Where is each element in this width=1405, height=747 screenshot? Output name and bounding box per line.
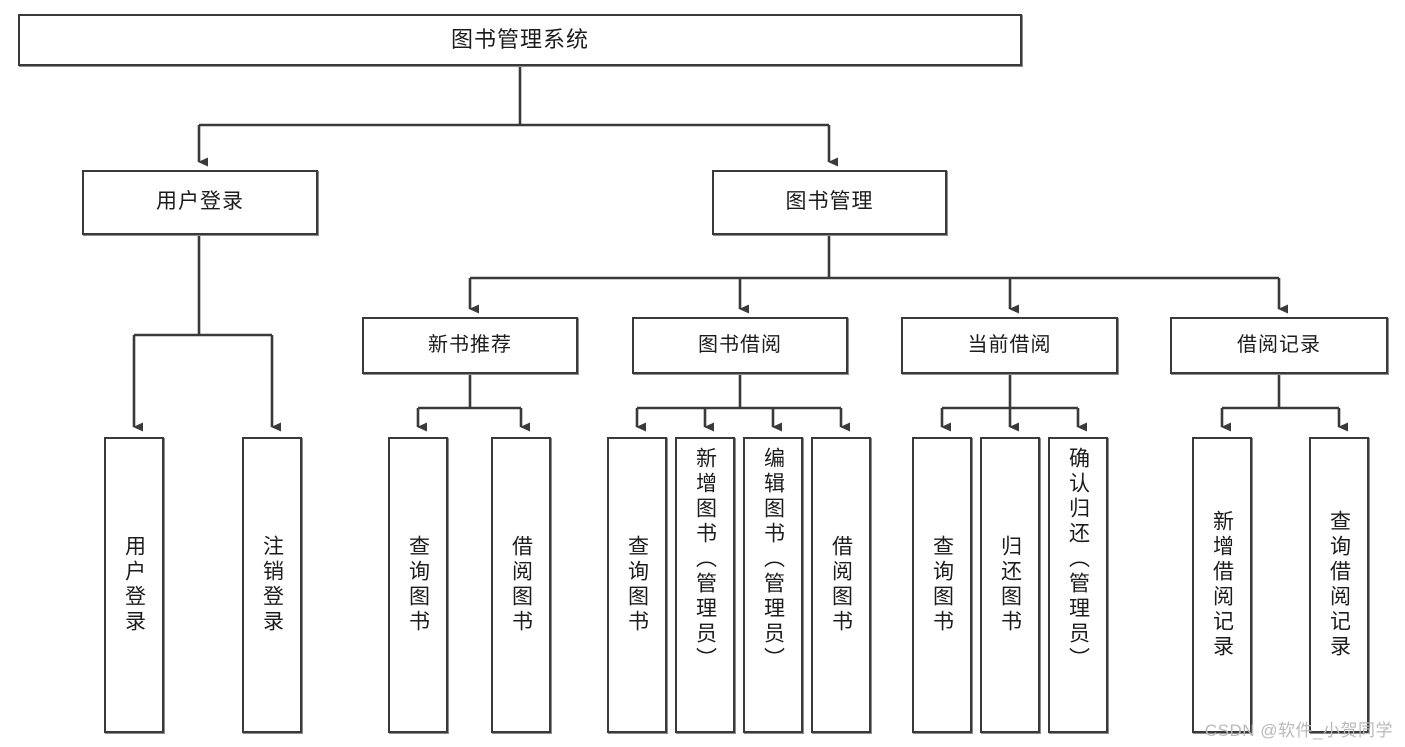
node-label: 图书管理 <box>785 190 874 214</box>
node-label: 查询借阅记录 <box>1327 510 1351 660</box>
leaf-borrow-record-add-record[interactable]: 新增借阅记录 <box>1192 437 1252 733</box>
node-label: 查询图书 <box>930 535 954 635</box>
node-label: 归还图书 <box>998 535 1022 635</box>
leaf-book-borrow-edit-book-admin[interactable]: 编辑图书（管理员） <box>743 437 803 733</box>
leaf-user-login-logout[interactable]: 注销登录 <box>242 437 302 733</box>
leaf-user-login-login[interactable]: 用户登录 <box>104 437 164 733</box>
leaf-current-borrow-query-book[interactable]: 查询图书 <box>912 437 972 733</box>
node-label: 用户登录 <box>122 535 146 635</box>
csdn-watermark: CSDN @软件_小贺同学 <box>1204 721 1393 740</box>
node-label: 编辑图书（管理员） <box>761 447 785 672</box>
node-label: 新增借阅记录 <box>1210 510 1234 660</box>
leaf-current-borrow-confirm-return-admin[interactable]: 确认归还（管理员） <box>1048 437 1108 733</box>
node-current-borrow[interactable]: 当前借阅 <box>901 317 1118 374</box>
node-borrow-record[interactable]: 借阅记录 <box>1170 317 1388 374</box>
leaf-borrow-record-query-record[interactable]: 查询借阅记录 <box>1309 437 1369 733</box>
node-label: 查询图书 <box>406 535 430 635</box>
leaf-new-book-query-book[interactable]: 查询图书 <box>388 437 448 733</box>
node-new-book-recommendation[interactable]: 新书推荐 <box>362 317 578 374</box>
leaf-book-borrow-borrow-book[interactable]: 借阅图书 <box>811 437 871 733</box>
node-label: 确认归还（管理员） <box>1066 447 1090 672</box>
node-book-borrow[interactable]: 图书借阅 <box>632 317 848 374</box>
leaf-book-borrow-query-book[interactable]: 查询图书 <box>607 437 667 733</box>
node-label: 查询图书 <box>625 535 649 635</box>
leaf-current-borrow-return-book[interactable]: 归还图书 <box>980 437 1040 733</box>
node-label: 图书借阅 <box>698 333 782 356</box>
node-label: 新书推荐 <box>428 333 512 356</box>
node-label: 借阅图书 <box>829 535 853 635</box>
node-label: 新增图书（管理员） <box>693 447 717 672</box>
node-label: 用户登录 <box>156 190 244 214</box>
node-user-login[interactable]: 用户登录 <box>82 170 318 235</box>
leaf-book-borrow-add-book-admin[interactable]: 新增图书（管理员） <box>675 437 735 733</box>
node-book-management[interactable]: 图书管理 <box>712 170 947 235</box>
node-label: 图书管理系统 <box>450 26 589 52</box>
leaf-new-book-borrow-book[interactable]: 借阅图书 <box>491 437 551 733</box>
node-label: 借阅记录 <box>1237 333 1321 356</box>
node-label: 当前借阅 <box>967 333 1052 356</box>
node-label: 注销登录 <box>260 535 284 635</box>
node-root-book-management-system[interactable]: 图书管理系统 <box>18 14 1022 66</box>
node-label: 借阅图书 <box>509 535 533 635</box>
